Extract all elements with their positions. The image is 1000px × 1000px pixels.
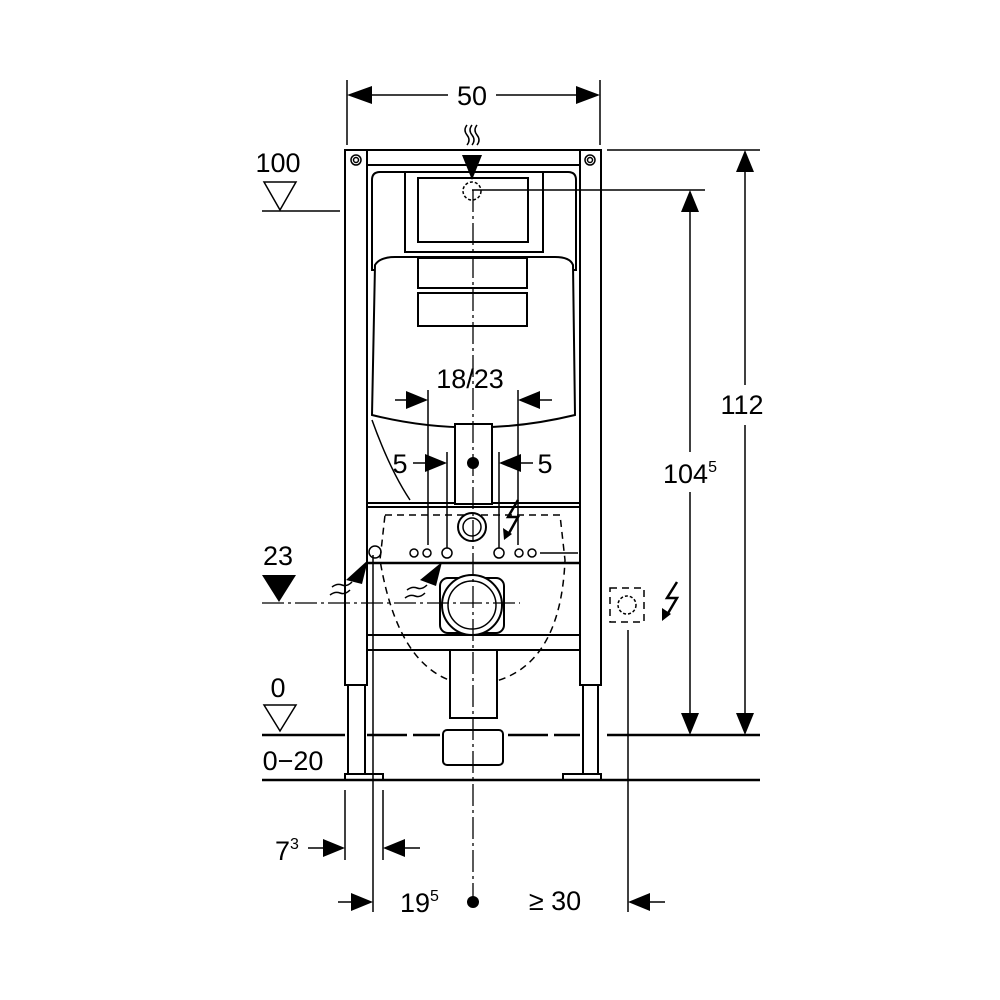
electrical-icon xyxy=(503,499,680,623)
fixing-spacing-label: 18/23 xyxy=(436,364,504,394)
level-0: 0 0−20 xyxy=(263,673,324,776)
offset-left-label: 5 xyxy=(392,449,407,479)
wc-bowl-outline xyxy=(379,514,566,686)
axis-distance-dimension: 195 ≥ 30 xyxy=(338,555,665,918)
foot-depth-label: 73 xyxy=(275,836,299,866)
offset-right-label: 5 xyxy=(537,449,552,479)
level-100-label: 100 xyxy=(255,148,300,178)
axis-distance-label: 195 xyxy=(400,888,439,918)
connection-row xyxy=(368,512,578,559)
total-height-label: 112 xyxy=(720,390,763,420)
offset-dimensions: 5 5 xyxy=(392,449,553,548)
level-23-label: 23 xyxy=(263,541,293,571)
water-inlet-top-icon xyxy=(462,124,482,180)
floor-lines xyxy=(262,733,760,782)
actuation-height-label: 1045 xyxy=(663,459,717,489)
level-23: 23 xyxy=(262,541,296,602)
width-label: 50 xyxy=(457,81,487,111)
level-0-label: 0 xyxy=(270,673,285,703)
height-dimensions: 112 1045 xyxy=(607,149,764,735)
flush-pipe-connection xyxy=(439,574,505,766)
fixing-spacing-dimension: 18/23 xyxy=(395,364,552,545)
foot-depth-dimension: 73 xyxy=(275,790,420,866)
water-supply-icon xyxy=(329,560,442,599)
floor-range-label: 0−20 xyxy=(263,746,324,776)
frame xyxy=(344,149,602,781)
level-100: 100 xyxy=(255,148,340,212)
width-dimension: 50 xyxy=(346,80,601,145)
min-distance-label: ≥ 30 xyxy=(529,886,581,916)
